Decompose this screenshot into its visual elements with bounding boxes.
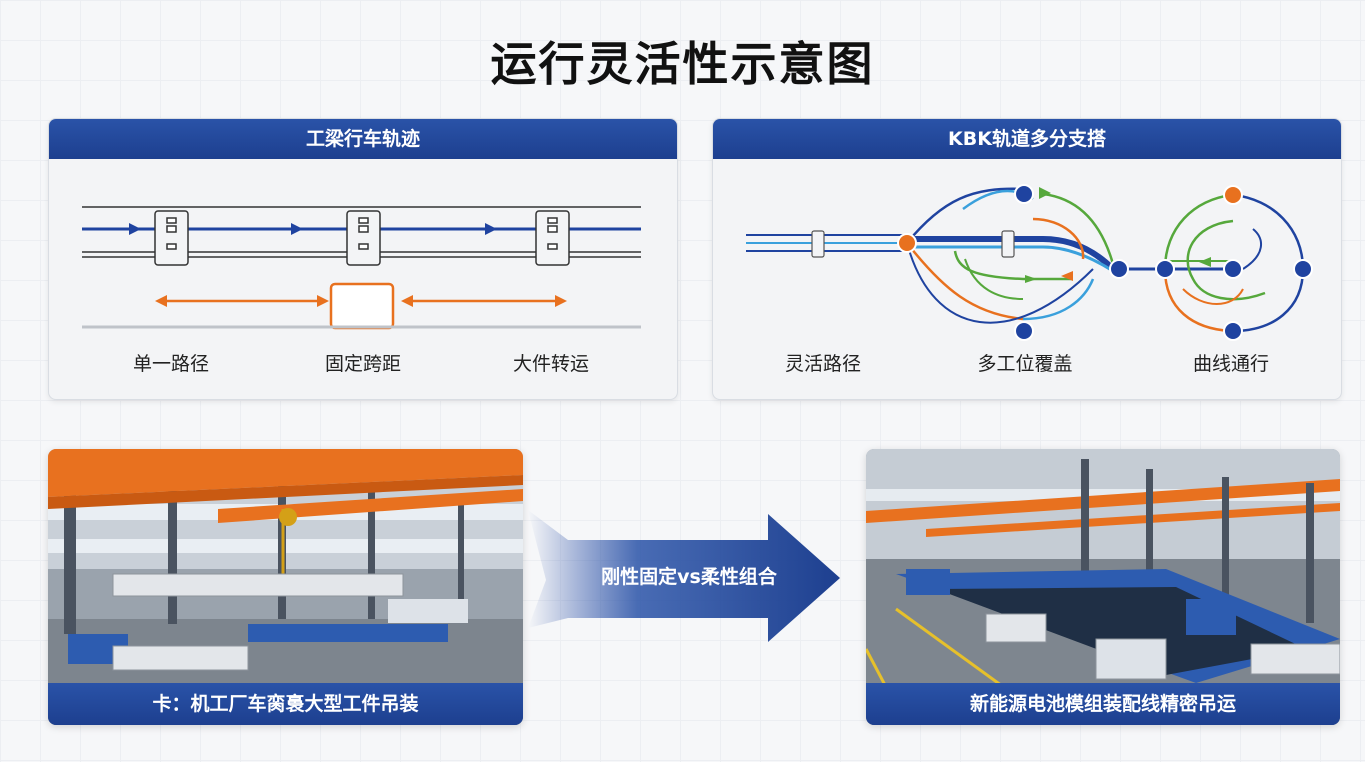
- right-panel-header: KBK轨道多分支搭: [713, 119, 1341, 159]
- comparison-arrow: 刚性固定vs柔性组合: [528, 510, 846, 644]
- direction-arrow-icon: [129, 223, 141, 235]
- arrow-label: 刚性固定vs柔性组合: [601, 566, 777, 588]
- trolley-icon: [811, 230, 1015, 258]
- heavy-crane-scene: [48, 449, 523, 725]
- bridge-crane-path-diagram: [82, 206, 641, 330]
- left-diagram-panel: 工梁行车轨迹: [48, 118, 678, 400]
- trolley-icon: [535, 210, 570, 266]
- label-multi-station: 多工位覆盖: [977, 353, 1073, 375]
- label-flexible-path: 灵活路径: [784, 353, 861, 375]
- right-photo-caption: 新能源电池模组装配线精密吊运: [866, 683, 1340, 725]
- label-single-path: 单一路径: [132, 353, 209, 375]
- trolley-icon: [154, 210, 189, 266]
- fixed-span-box: [329, 282, 395, 330]
- node-icon: [897, 184, 1313, 341]
- label-fixed-span: 固定跨距: [324, 353, 401, 375]
- direction-arrow-icon: [485, 223, 497, 235]
- direction-arrow-icon: [291, 223, 303, 235]
- kbk-branch-diagram: [746, 184, 1313, 341]
- page-title: 运行灵活性示意图: [490, 37, 875, 91]
- left-photo-caption: 卡：机工厂车脔裛大型工件吊装: [48, 683, 523, 725]
- right-diagram-panel: KBK轨道多分支搭: [712, 118, 1342, 400]
- label-curve-travel: 曲线通行: [1192, 353, 1269, 375]
- left-panel-header: 工梁行车轨迹: [49, 119, 677, 159]
- right-factory-photo: 新能源电池模组装配线精密吊运: [866, 449, 1340, 725]
- label-large-part-transfer: 大件转运: [512, 353, 589, 375]
- left-factory-photo: 卡：机工厂车脔裛大型工件吊装: [48, 449, 523, 725]
- trolley-icon: [346, 210, 381, 266]
- comparison-arrow-shape: [528, 510, 840, 642]
